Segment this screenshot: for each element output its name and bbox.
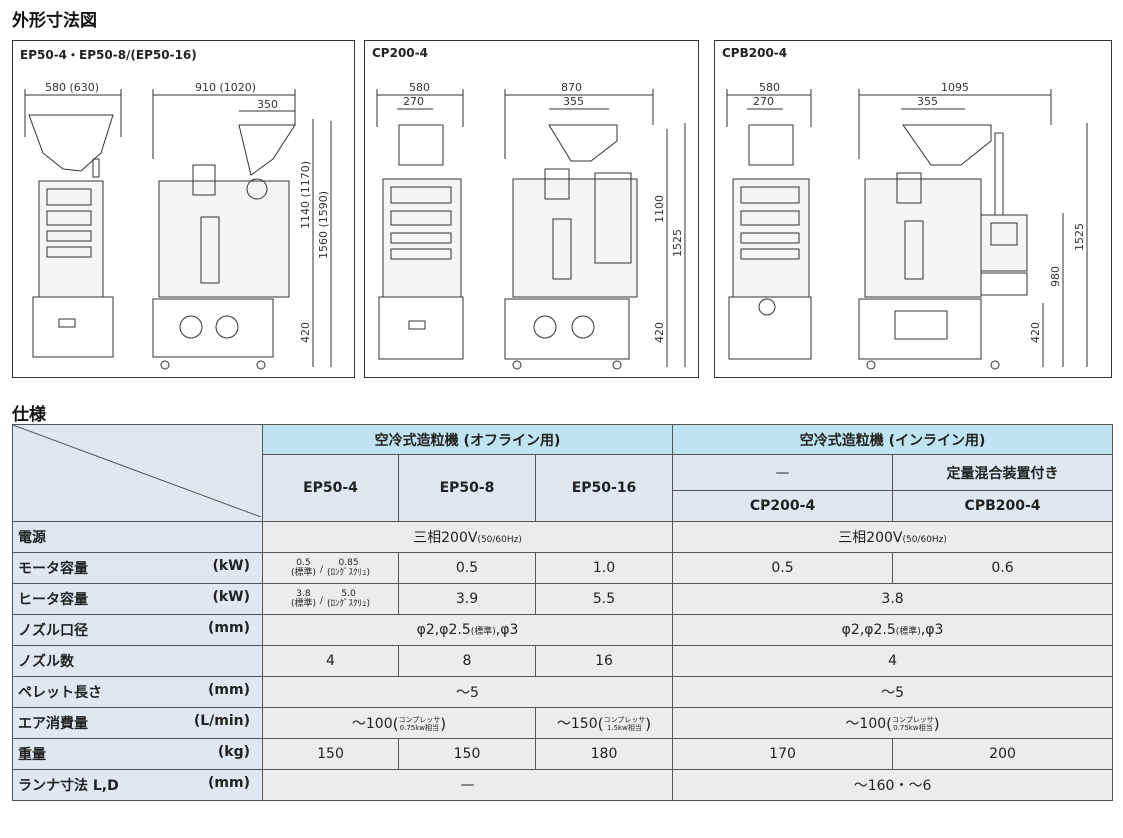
row-label: 重量(kg) <box>12 738 263 770</box>
panel-label: CPB200-4 <box>722 46 788 60</box>
cell: 200 <box>892 738 1114 770</box>
cell: 0.5 <box>398 552 536 584</box>
dim-text: 1525 <box>671 229 684 257</box>
dim-text: 420 <box>653 322 666 343</box>
cell: 三相200V(50/60Hz) <box>672 521 1114 553</box>
dim-text: 1525 <box>1073 223 1086 251</box>
drawing-panel-ep50: EP50-4・EP50-8/(EP50-16) 580 (630) 910 (1… <box>12 40 355 378</box>
row-label: ヒータ容量(kW) <box>12 583 263 615</box>
sub-header-mixer: 定量混合装置付き <box>892 454 1114 491</box>
cell: 3.8(標準)/5.0(ﾛﾝｸﾞｽｸﾘｭ) <box>262 583 399 615</box>
dim-text: 420 <box>299 322 312 343</box>
table-row: 電源 三相200V(50/60Hz) 三相200V(50/60Hz) <box>12 521 1114 553</box>
cell: 〜5 <box>261 676 674 708</box>
dim-text: 980 <box>1049 266 1062 287</box>
dim-text: 1560 (1590) <box>317 191 330 259</box>
dim-text: 580 <box>409 81 430 94</box>
cell: 三相200V(50/60Hz) <box>261 521 674 553</box>
dim-text: 355 <box>563 95 584 108</box>
cell: 〜5 <box>672 676 1114 708</box>
table-row: ノズル数 4 8 16 4 <box>12 645 1114 677</box>
group-header-inline: 空冷式造粒機 (インライン用) <box>672 424 1114 455</box>
row-label: エア消費量(L/min) <box>12 707 263 739</box>
diagonal-line <box>13 425 262 518</box>
cell: 5.5 <box>534 583 674 615</box>
dim-text: 270 <box>403 95 424 108</box>
table-row: モータ容量(kW) 0.5(標準)/0.85(ﾛﾝｸﾞｽｸﾘｭ) 0.5 1.0… <box>12 552 1114 584</box>
drawing-panel-cp200: CP200-4 580 270 870 355 1100 1525 420 <box>364 40 699 378</box>
model-header: EP50-8 <box>398 454 536 522</box>
cell: 4 <box>262 645 399 677</box>
model-header: CPB200-4 <box>892 490 1114 522</box>
cell: 170 <box>672 738 894 770</box>
dim-text: 420 <box>1029 322 1042 343</box>
dim-text: 580 <box>759 81 780 94</box>
dim-text: 870 <box>561 81 582 94</box>
cell: — <box>261 769 674 801</box>
cell: 4 <box>672 645 1114 677</box>
cell: 16 <box>534 645 674 677</box>
drawing-panel-cpb200: CPB200-4 580 270 1095 355 1525 980 420 <box>714 40 1112 378</box>
dim-text: 355 <box>917 95 938 108</box>
table-row: ランナ寸法 L,D(mm) — 〜160・〜6 <box>12 769 1114 801</box>
model-header: EP50-4 <box>262 454 399 522</box>
machine-drawing-cpb200: 580 270 1095 355 1525 980 420 <box>726 81 1088 370</box>
cell: 3.9 <box>398 583 536 615</box>
spec-table: 空冷式造粒機 (オフライン用) 空冷式造粒機 (インライン用) EP50-4 E… <box>12 424 1114 801</box>
corner-cell <box>12 424 263 522</box>
row-label: ランナ寸法 L,D(mm) <box>12 769 263 801</box>
cell: 150 <box>262 738 399 770</box>
dim-text: 1095 <box>941 81 969 94</box>
row-label: ノズル数 <box>12 645 263 677</box>
row-label: ペレット長さ(mm) <box>12 676 263 708</box>
cell: 150 <box>398 738 536 770</box>
cell: 0.6 <box>892 552 1114 584</box>
panel-label: CP200-4 <box>372 46 428 60</box>
cell: φ2,φ2.5(標準),φ3 <box>261 614 674 646</box>
sub-header-dash: — <box>672 454 894 491</box>
row-label: モータ容量(kW) <box>12 552 263 584</box>
machine-drawing-ep50: 580 (630) 910 (1020) 350 1140 (1170) 156… <box>24 81 332 370</box>
dim-text: 580 (630) <box>45 81 99 94</box>
table-row: ペレット長さ(mm) 〜5 〜5 <box>12 676 1114 708</box>
dimensions-title: 外形寸法図 <box>12 11 97 31</box>
dim-text: 270 <box>753 95 774 108</box>
group-header-offline: 空冷式造粒機 (オフライン用) <box>261 424 674 455</box>
model-header: EP50-16 <box>534 454 674 522</box>
cell: 0.5 <box>672 552 894 584</box>
table-row: 重量(kg) 150 150 180 170 200 <box>12 738 1114 770</box>
table-row: ノズル口径(mm) φ2,φ2.5(標準),φ3 φ2,φ2.5(標準),φ3 <box>12 614 1114 646</box>
dim-text: 350 <box>257 98 278 111</box>
cell: 3.8 <box>672 583 1114 615</box>
cell: 180 <box>534 738 674 770</box>
machine-drawing-cp200: 580 270 870 355 1100 1525 420 <box>376 81 686 370</box>
cell: 8 <box>398 645 536 677</box>
specs-title: 仕様 <box>12 405 46 425</box>
dim-text: 910 (1020) <box>195 81 256 94</box>
dim-text: 1100 <box>653 195 666 223</box>
row-label: ノズル口径(mm) <box>12 614 263 646</box>
dim-text: 1140 (1170) <box>299 161 312 229</box>
model-header: CP200-4 <box>672 490 894 522</box>
panel-label: EP50-4・EP50-8/(EP50-16) <box>20 48 197 62</box>
cell: 1.0 <box>534 552 674 584</box>
row-label: 電源 <box>12 521 263 553</box>
cell: φ2,φ2.5(標準),φ3 <box>672 614 1114 646</box>
cell: 〜160・〜6 <box>672 769 1114 801</box>
cell: 0.5(標準)/0.85(ﾛﾝｸﾞｽｸﾘｭ) <box>262 552 399 584</box>
table-row: ヒータ容量(kW) 3.8(標準)/5.0(ﾛﾝｸﾞｽｸﾘｭ) 3.9 5.5 … <box>12 583 1114 615</box>
